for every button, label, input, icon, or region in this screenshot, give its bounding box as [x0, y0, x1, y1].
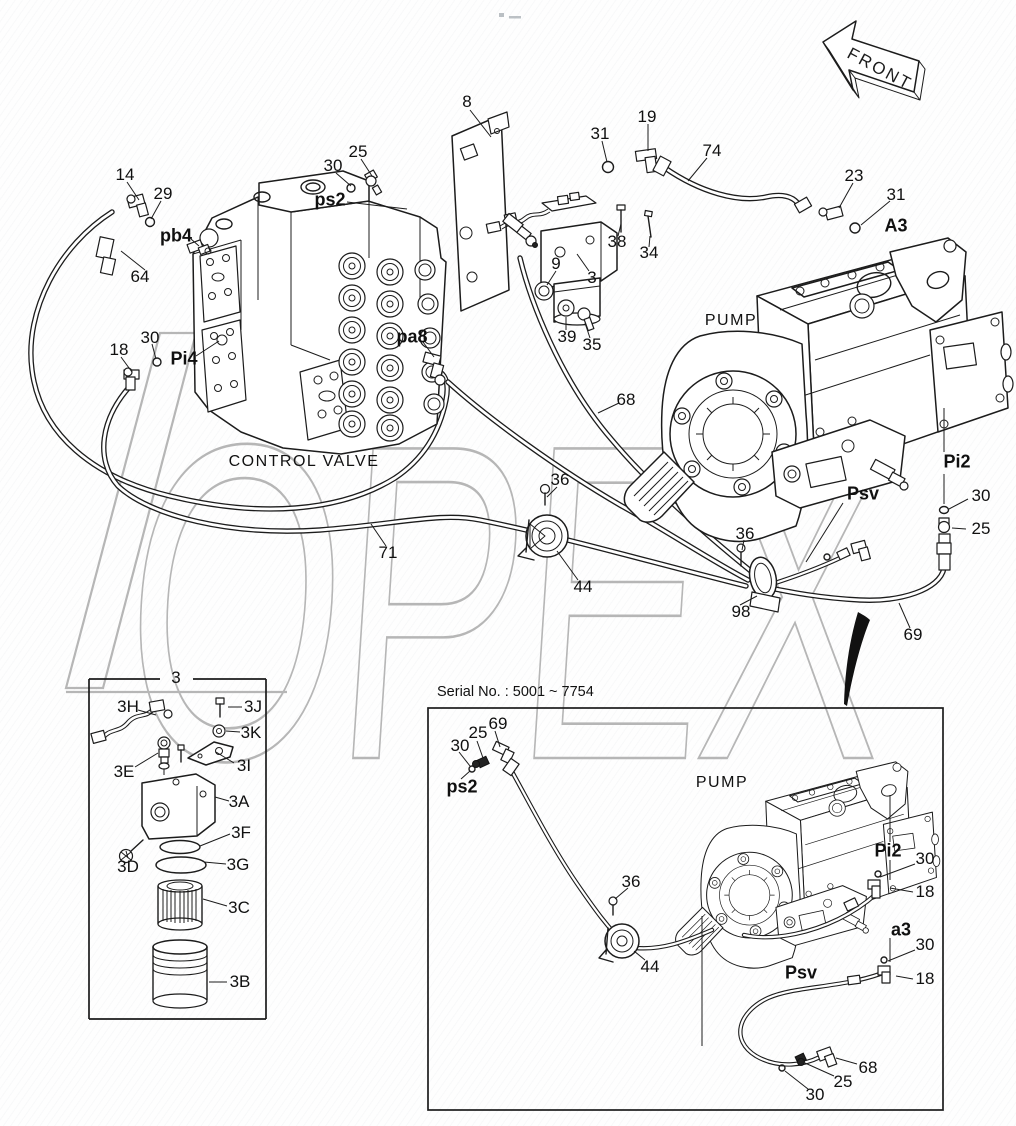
part-label-3e: 3E	[113, 762, 135, 781]
part-label-23: 23	[844, 166, 864, 185]
part-label-pb4: pb4	[159, 225, 193, 246]
inset-hoses	[507, 765, 883, 1067]
filter-exploded-drawing	[90, 697, 234, 1009]
part-label-pi2: Pi2	[943, 451, 971, 472]
part-label-69: 69	[903, 625, 923, 644]
part-label-30: 30	[971, 486, 991, 505]
part-label-control-valve: CONTROL VALVE	[228, 453, 380, 470]
part-label-3k: 3K	[240, 723, 262, 742]
part-label-30: 30	[915, 935, 935, 954]
part-label-68: 68	[616, 390, 636, 409]
part-label-71: 71	[378, 543, 398, 562]
part-label-3g: 3G	[226, 855, 250, 874]
part-label-44: 44	[573, 577, 593, 596]
fittings-pump-right	[823, 505, 952, 571]
leader-lines	[120, 109, 969, 1090]
part-label-30: 30	[323, 156, 343, 175]
detail-box-border	[88, 678, 267, 1020]
part-label-31: 31	[590, 124, 610, 143]
part-label-36: 36	[550, 470, 570, 489]
part-label-3c: 3C	[228, 898, 250, 917]
part-label-30: 30	[805, 1085, 825, 1104]
part-label-68: 68	[858, 1058, 878, 1077]
part-label-36: 36	[735, 524, 755, 543]
part-label-18: 18	[109, 340, 129, 359]
part-label-74: 74	[702, 141, 722, 160]
clamp-drawing	[736, 543, 781, 613]
part-label-19: 19	[637, 107, 657, 126]
part-label-psv: Psv	[784, 962, 818, 983]
part-label-30: 30	[450, 736, 470, 755]
part-label-25: 25	[468, 723, 488, 742]
hose-64	[28, 209, 450, 512]
part-label-36: 36	[621, 872, 641, 891]
inset-box-border	[427, 707, 944, 1111]
part-label-serial-no-5001-7754: Serial No. : 5001 ~ 7754	[437, 684, 594, 700]
part-label-34: 34	[639, 243, 659, 262]
part-label-39: 39	[557, 327, 577, 346]
swoosh-arrow	[844, 612, 870, 706]
part-label-25: 25	[833, 1072, 853, 1091]
part-label-29: 29	[153, 184, 173, 203]
part-label-a3: a3	[890, 919, 912, 940]
solenoid-valve-drawing	[485, 148, 861, 332]
part-label-pump: PUMP	[695, 774, 749, 791]
hose-74	[662, 165, 804, 211]
part-label-3: 3	[587, 268, 597, 287]
front-arrow: FRONT	[822, 20, 926, 101]
control-valve-drawing	[192, 170, 447, 455]
part-label-3j: 3J	[244, 697, 262, 716]
part-label-3b: 3B	[229, 972, 251, 991]
part-label-3h: 3H	[117, 697, 139, 716]
part-label-31: 31	[886, 185, 906, 204]
part-label-18: 18	[915, 882, 935, 901]
part-label-3i: 3I	[236, 756, 252, 775]
part-label-14: 14	[115, 165, 135, 184]
hose-71	[101, 381, 749, 589]
part-label-25: 25	[348, 142, 368, 161]
part-label-pa8: pa8	[396, 326, 428, 347]
part-label-3d: 3D	[117, 857, 139, 876]
grommet-drawing	[517, 483, 569, 561]
part-label-ps2: ps2	[314, 189, 346, 210]
part-label-69: 69	[488, 714, 508, 733]
mounting-plate-drawing	[451, 111, 510, 312]
part-label-44: 44	[640, 957, 660, 976]
part-label-30: 30	[915, 849, 935, 868]
inset-fittings	[468, 740, 891, 1072]
scan-artifact	[499, 13, 521, 19]
hose-69	[767, 555, 947, 603]
part-label-9: 9	[551, 254, 561, 273]
part-label-psv: Psv	[846, 483, 880, 504]
part-label-98: 98	[731, 602, 751, 621]
part-label-a3: A3	[884, 215, 908, 236]
part-label-18: 18	[915, 969, 935, 988]
part-label-pi4: Pi4	[170, 348, 198, 369]
part-label-25: 25	[971, 519, 991, 538]
part-label-pump: PUMP	[704, 312, 758, 329]
part-label-30: 30	[140, 328, 160, 347]
part-label-3f: 3F	[231, 823, 251, 842]
part-label-3a: 3A	[228, 792, 250, 811]
part-label-8: 8	[462, 92, 472, 111]
part-label-ps2: ps2	[446, 776, 478, 797]
pump-drawing	[623, 237, 1014, 543]
part-label-38: 38	[607, 232, 627, 251]
part-label-3: 3	[171, 668, 181, 687]
part-label-64: 64	[130, 267, 150, 286]
part-label-pi2: Pi2	[874, 840, 902, 861]
part-label-35: 35	[582, 335, 602, 354]
